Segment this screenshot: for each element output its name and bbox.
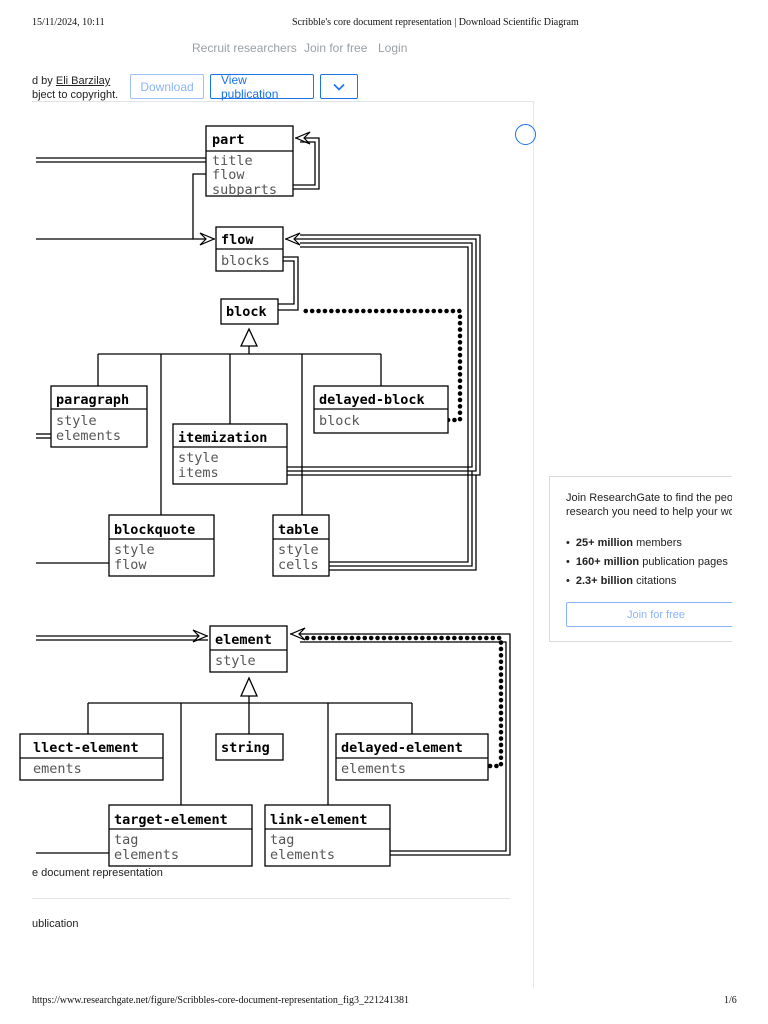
class-field: style (56, 413, 97, 429)
chevron-down-icon (333, 83, 345, 91)
element-inheritance-triangle (239, 676, 259, 697)
class-field: elements (114, 847, 179, 863)
element-inheritance-tree (87, 676, 413, 805)
figure-caption: e document representation (32, 867, 163, 879)
toolbar-divider (32, 101, 534, 102)
class-field: style (278, 542, 319, 558)
class-name: string (221, 740, 270, 756)
class-name: target-element (114, 812, 228, 828)
incoming-lines (36, 157, 208, 854)
class-delayed-block: delayed-block block (313, 385, 449, 434)
stat-item: 25+ million members (566, 537, 728, 556)
class-name: element (215, 632, 272, 648)
class-field: style (215, 653, 256, 669)
class-name: flow (221, 232, 254, 248)
stat-item: 2.3+ billion citations (566, 575, 728, 594)
copyright-note: bject to copyright. (32, 89, 119, 101)
class-flow: flow blocks (215, 226, 284, 272)
block-inheritance-tree (97, 327, 382, 515)
class-link-element: link-element tag elements (264, 804, 391, 867)
class-field: elements (56, 428, 121, 444)
view-publication-button[interactable]: View publication (210, 73, 314, 101)
class-field: title (212, 153, 253, 169)
class-table: table style cells (272, 514, 330, 577)
class-name: link-element (270, 812, 368, 828)
join-for-free-link[interactable]: Join for free (304, 41, 368, 55)
login-link[interactable]: Login (378, 41, 408, 55)
class-field: ements (33, 761, 82, 777)
class-field: subparts (212, 182, 277, 198)
class-field: elements (341, 761, 406, 777)
class-field: cells (278, 557, 319, 573)
byline-prefix: d by (32, 75, 56, 87)
items-cells-to-flow (285, 235, 481, 571)
class-name: delayed-block (319, 392, 425, 408)
card-intro: Join ResearchGate to find the peo resear… (566, 491, 732, 519)
class-delayed-element: delayed-element elements (335, 733, 489, 781)
class-field: style (114, 542, 155, 558)
link-elements-to-element (290, 634, 511, 856)
card-join-button[interactable]: Join for free (566, 602, 732, 627)
class-blockquote: blockquote style flow (108, 514, 215, 577)
panel-divider (533, 101, 534, 989)
delayed-block-dotted-ref (297, 308, 463, 423)
class-field: elements (270, 847, 335, 863)
class-name: llect-element (33, 740, 139, 756)
print-page-title: Scribble's core document representation … (292, 17, 579, 28)
more-options-button[interactable] (320, 74, 358, 99)
class-field: style (178, 450, 219, 466)
class-name: delayed-element (341, 740, 463, 756)
delayed-element-dotted-ref (300, 635, 504, 769)
class-target-element: target-element tag elements (108, 804, 253, 867)
print-url: https://www.researchgate.net/figure/Scri… (32, 995, 410, 1006)
class-field: tag (114, 832, 138, 848)
class-collect-element: llect-element ements (19, 733, 164, 781)
class-itemization: itemization style items (172, 423, 288, 485)
download-button[interactable]: Download (130, 74, 204, 99)
subparts-self-loop (293, 138, 320, 190)
author-link[interactable]: Eli Barzilay (55, 75, 111, 87)
class-block: block (220, 298, 279, 325)
class-field: items (178, 465, 219, 481)
part-flow-connector (192, 173, 215, 239)
class-field: tag (270, 832, 294, 848)
class-name: paragraph (56, 392, 129, 408)
loading-ring-icon (515, 124, 536, 145)
print-datetime: 15/11/2024, 10:11 (32, 17, 105, 28)
class-field: block (319, 413, 360, 429)
class-field: flow (212, 167, 245, 183)
class-field: flow (114, 557, 147, 573)
class-name: itemization (178, 430, 267, 446)
card-intro-line-1: Join ResearchGate to find the peo (566, 492, 732, 504)
class-name: blockquote (114, 522, 195, 538)
print-page-number: 1/6 (724, 995, 737, 1006)
class-name: table (278, 522, 319, 538)
figure-byline: d by Eli Barzilay bject to copyright. (32, 74, 132, 102)
class-string: string (215, 733, 284, 761)
class-name: part (212, 132, 245, 148)
join-researchgate-card: Join ResearchGate to find the peo resear… (549, 476, 732, 642)
recruit-researchers-link[interactable]: Recruit researchers (192, 41, 297, 55)
stat-item: 160+ million publication pages (566, 556, 728, 575)
card-intro-line-2: research you need to help your wo (566, 506, 732, 518)
class-name: block (226, 304, 267, 320)
class-part: part title flow subparts (205, 125, 294, 198)
class-element: element style (209, 625, 288, 673)
publication-link[interactable]: ublication (32, 918, 79, 930)
publication-divider (32, 898, 510, 899)
class-paragraph: paragraph style elements (50, 385, 148, 448)
block-inheritance-triangle (239, 327, 259, 347)
class-field: blocks (221, 253, 270, 269)
stats-list: 25+ million members 160+ million publica… (566, 537, 728, 594)
